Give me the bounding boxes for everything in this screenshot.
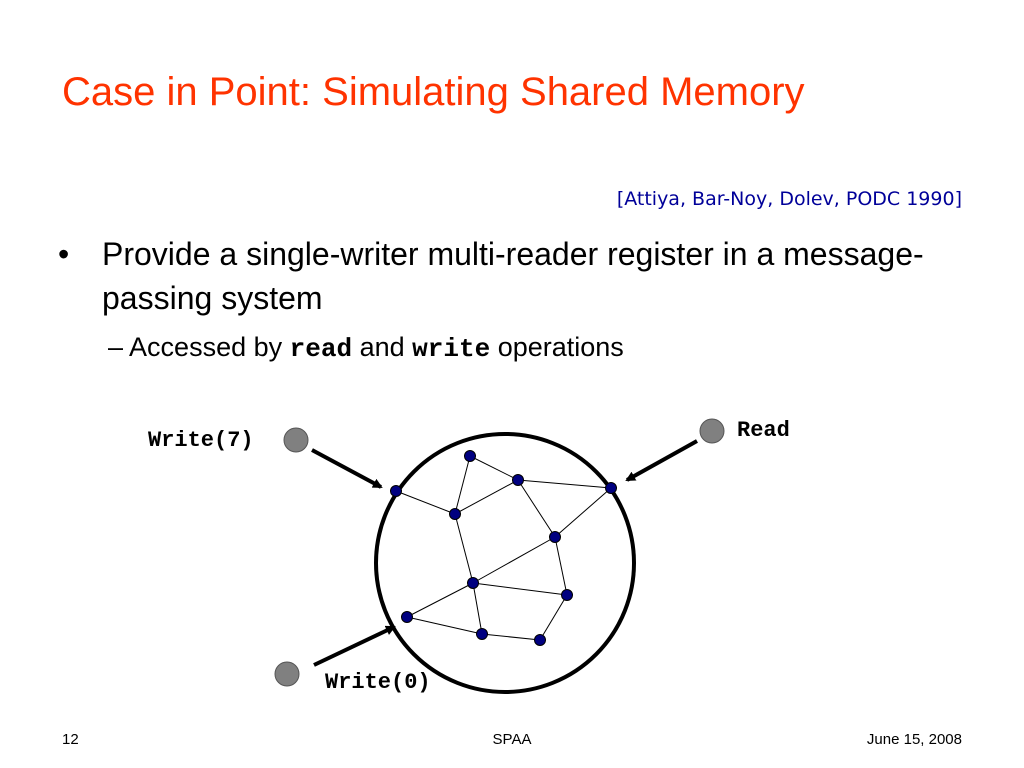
network-node xyxy=(512,474,524,486)
write0-client xyxy=(274,661,300,687)
bullet-marker: • xyxy=(58,236,70,272)
client-arrows xyxy=(311,439,698,667)
network-edge xyxy=(454,513,474,584)
network-edge xyxy=(517,479,612,489)
page-number: 12 xyxy=(62,731,79,748)
read-label: Read xyxy=(737,418,790,443)
network-edge xyxy=(472,582,483,635)
network-edge xyxy=(472,582,568,596)
network-edges xyxy=(395,455,612,641)
subbullet-marker: – xyxy=(108,332,124,362)
network-node xyxy=(549,531,561,543)
network-edge xyxy=(539,594,568,641)
slide-title: Case in Point: Simulating Shared Memory xyxy=(62,70,805,114)
read-arrow xyxy=(625,439,698,482)
network-edge xyxy=(554,487,612,538)
read-client xyxy=(699,418,725,444)
network-edge xyxy=(454,455,471,515)
network-edge xyxy=(406,616,483,635)
network-edge xyxy=(481,633,541,641)
subbullet-prefix: Accessed by xyxy=(129,332,283,362)
write7-client xyxy=(283,427,309,453)
network-edge xyxy=(406,582,474,618)
citation: [Attiya, Bar-Noy, Dolev, PODC 1990] xyxy=(616,188,962,210)
client-nodes xyxy=(274,418,725,687)
network-node xyxy=(605,482,617,494)
network-node xyxy=(561,589,573,601)
network-node xyxy=(534,634,546,646)
network-node xyxy=(476,628,488,640)
network-node xyxy=(449,508,461,520)
subbullet-item: – Accessed by read and write operations xyxy=(108,332,624,364)
network-edge xyxy=(395,490,456,515)
read-keyword: read xyxy=(289,334,353,364)
write0-arrow xyxy=(313,625,396,667)
network-edge xyxy=(517,479,556,538)
subbullet-suffix: operations xyxy=(497,332,624,362)
write7-label: Write(7) xyxy=(148,428,254,453)
footer-conference: SPAA xyxy=(492,731,532,748)
network-node xyxy=(390,485,402,497)
write0-label: Write(0) xyxy=(325,670,431,695)
network-nodes xyxy=(390,450,617,646)
system-boundary-circle xyxy=(374,432,636,694)
network-edge xyxy=(454,479,519,515)
network-edge xyxy=(554,536,568,596)
bullet-item: • Provide a single-writer multi-reader r… xyxy=(58,232,958,320)
footer-date: June 15, 2008 xyxy=(866,731,962,748)
write7-arrow xyxy=(311,448,383,489)
network-edge xyxy=(469,455,519,481)
network-node xyxy=(467,577,479,589)
network-node xyxy=(464,450,476,462)
bullet-text: Provide a single-writer multi-reader reg… xyxy=(102,236,924,316)
network-node xyxy=(401,611,413,623)
network-edge xyxy=(472,536,556,584)
write-keyword: write xyxy=(412,334,491,364)
subbullet-middle: and xyxy=(359,332,405,362)
